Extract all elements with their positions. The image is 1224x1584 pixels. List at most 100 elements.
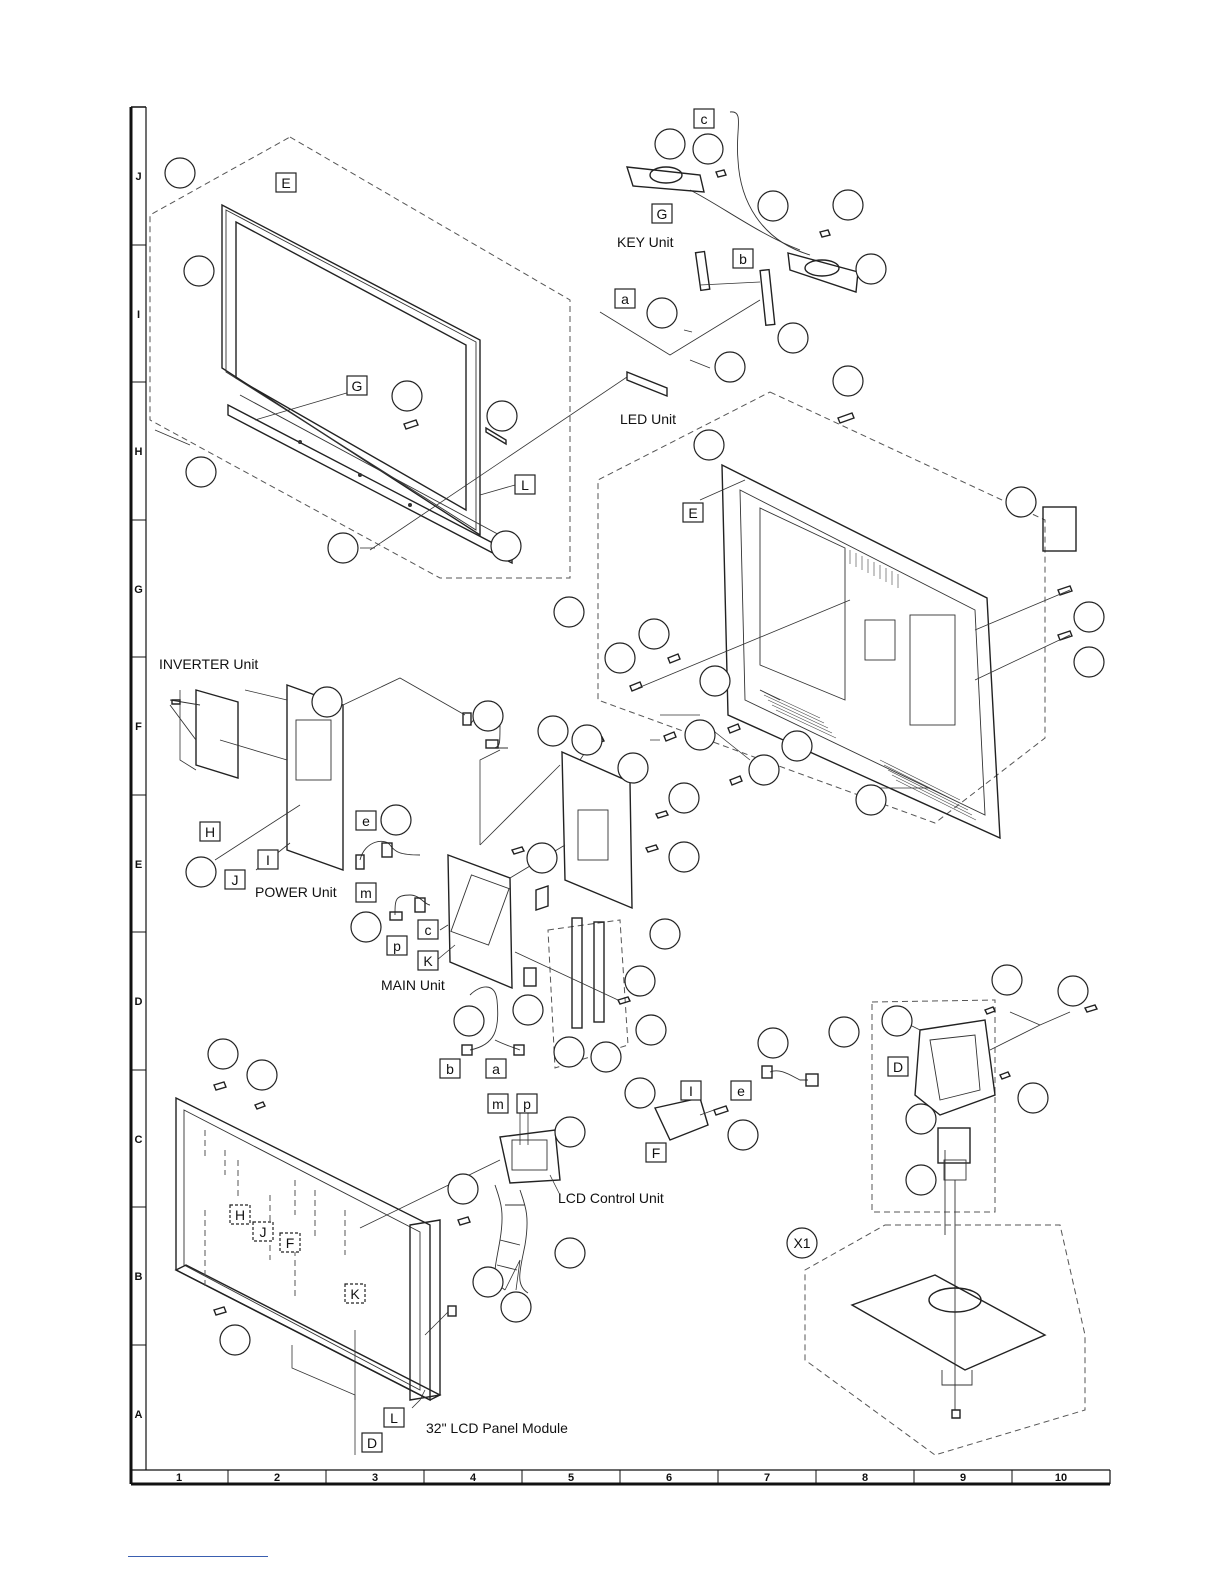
svg-text:m: m xyxy=(492,1096,504,1112)
svg-text:J: J xyxy=(232,872,239,888)
svg-text:H: H xyxy=(235,1207,245,1223)
callout-stand-screw-r xyxy=(1058,976,1088,1006)
tag-d-panel: D xyxy=(362,1433,382,1452)
svg-text:p: p xyxy=(523,1096,531,1112)
callout-panel-screw-tl xyxy=(208,1039,238,1069)
tag-c-main: c xyxy=(418,920,438,939)
callout-led-cable xyxy=(715,352,745,382)
callout-rear-group xyxy=(554,597,584,627)
callout-rear-screw-l1 xyxy=(639,619,669,649)
callout-side-plate-l xyxy=(554,1037,584,1067)
callout-rear-screw-l6 xyxy=(749,755,779,785)
col-label-6: 6 xyxy=(666,1472,672,1484)
row-label-d: D xyxy=(135,996,143,1008)
callout-side-screw xyxy=(625,966,655,996)
led-unit-label: LED Unit xyxy=(620,411,676,427)
svg-text:K: K xyxy=(423,953,433,969)
tag-i-pow: I xyxy=(258,850,278,869)
col-label-4: 4 xyxy=(470,1472,477,1484)
callout-main-cable xyxy=(473,701,503,731)
svg-text:b: b xyxy=(446,1061,454,1077)
tag-e-front: E xyxy=(276,173,296,192)
callout-stand-group xyxy=(829,1017,859,1047)
inverter-unit-label: INVERTER Unit xyxy=(159,656,258,672)
svg-text:K: K xyxy=(350,1286,360,1302)
callout-side-plate xyxy=(636,1015,666,1045)
main-unit-group xyxy=(343,678,668,1068)
callout-bracket-front xyxy=(487,401,517,431)
callout-small-connector xyxy=(513,995,543,1025)
lcd-panel-group xyxy=(176,1082,500,1455)
svg-text:c: c xyxy=(425,922,432,938)
tag-i-bracket: I xyxy=(681,1081,701,1100)
callout-label-front xyxy=(328,533,358,563)
callout-bezel-top xyxy=(165,158,195,188)
row-label-h: H xyxy=(135,446,143,458)
tag-m-lcd: m xyxy=(488,1094,508,1113)
callout-bracket-screw4 xyxy=(669,783,699,813)
callout-stand-neck xyxy=(906,1104,936,1134)
svg-text:I: I xyxy=(266,852,270,868)
tag-g-speaker: G xyxy=(652,204,672,223)
row-label-a: A xyxy=(135,1409,143,1421)
callout-rear-screw-l3 xyxy=(700,666,730,696)
callout-rear-sheet xyxy=(856,785,886,815)
svg-text:X1: X1 xyxy=(793,1235,810,1251)
tag-x1-stand: X1 xyxy=(787,1228,817,1258)
tag-b-cable: b xyxy=(440,1059,460,1078)
svg-text:a: a xyxy=(492,1061,500,1077)
callout-em-cable xyxy=(381,805,411,835)
tag-c-speaker: c xyxy=(694,109,714,128)
tag-l-front: L xyxy=(515,475,535,494)
callout-speaker-r xyxy=(856,254,886,284)
callout-speaker-l xyxy=(655,129,685,159)
callout-rear-screw-l4 xyxy=(685,720,715,750)
svg-text:e: e xyxy=(362,813,370,829)
svg-text:b: b xyxy=(739,251,747,267)
stand-group xyxy=(805,1000,1097,1455)
row-label-f: F xyxy=(135,721,142,733)
callout-lcd-control-screw xyxy=(555,1117,585,1147)
lcd-control-unit-label: LCD Control Unit xyxy=(558,1190,664,1206)
callout-bracket-screw xyxy=(728,1120,758,1150)
row-label-j: J xyxy=(135,171,141,183)
callout-rear-screw-r1 xyxy=(1074,602,1104,632)
column-labels: 1 2 3 4 5 6 7 8 9 10 xyxy=(176,1472,1067,1484)
callout-stand-screw-s xyxy=(1018,1083,1048,1113)
tag-e-rear: E xyxy=(683,503,703,522)
svg-text:I: I xyxy=(689,1083,693,1099)
tag-m-cable: m xyxy=(356,883,376,902)
col-label-9: 9 xyxy=(960,1472,966,1484)
col-label-7: 7 xyxy=(764,1472,770,1484)
callout-power-screw xyxy=(312,687,342,717)
tag-j-pow: J xyxy=(225,870,245,889)
tag-p-lcd: p xyxy=(517,1094,537,1113)
callout-rear-screw-r2 xyxy=(1074,647,1104,677)
footer-link-rule xyxy=(128,1556,268,1557)
callout-panel-label xyxy=(473,1267,503,1297)
svg-text:L: L xyxy=(521,477,529,493)
callout-rear-cabinet xyxy=(694,430,724,460)
callout-stand-bolt xyxy=(906,1165,936,1195)
col-label-1: 1 xyxy=(176,1472,182,1484)
lcd-control-group xyxy=(495,1105,560,1293)
callout-bezel xyxy=(184,256,214,286)
callout-p-cable xyxy=(351,912,381,942)
svg-text:J: J xyxy=(260,1224,267,1240)
callout-led-screw xyxy=(647,298,677,328)
svg-text:E: E xyxy=(688,505,697,521)
tag-f-bracket: F xyxy=(646,1143,666,1162)
callout-bracket-screw3 xyxy=(618,753,648,783)
callout-rear-screw-l2 xyxy=(605,643,635,673)
tag-b-key: b xyxy=(733,249,753,268)
callout-bottom-trim xyxy=(186,457,216,487)
callout-ab-cable xyxy=(454,1006,484,1036)
callout-bracket-screw1 xyxy=(538,716,568,746)
grid-frame xyxy=(131,107,1110,1484)
callout-bracket-if xyxy=(625,1078,655,1108)
tag-k-panel: K xyxy=(345,1284,365,1303)
callout-main-plate xyxy=(650,919,680,949)
row-label-e: E xyxy=(135,859,142,871)
svg-text:a: a xyxy=(621,291,629,307)
